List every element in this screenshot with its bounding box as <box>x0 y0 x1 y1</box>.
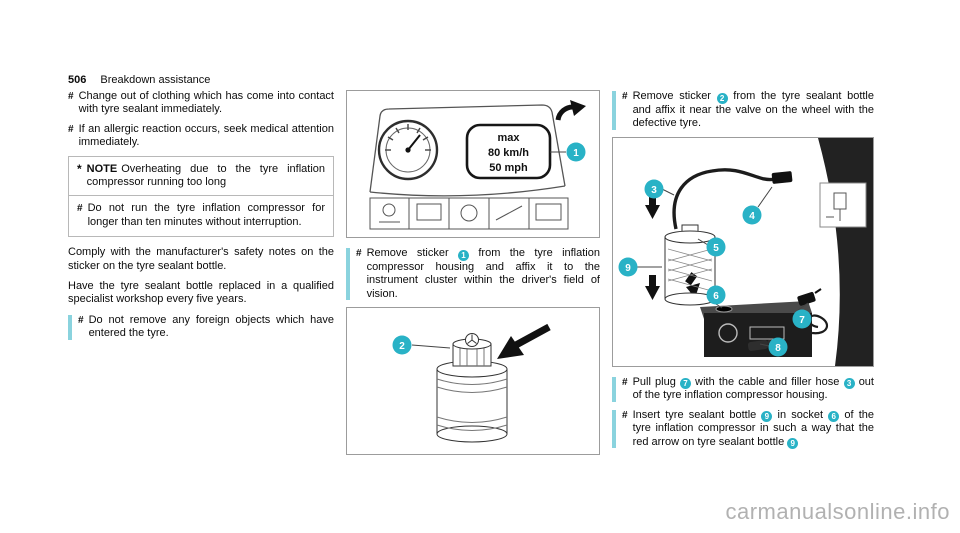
note-divider <box>69 195 333 197</box>
callout-4: 4 <box>742 205 762 225</box>
speed-label-kmh: 80 km/h <box>488 147 529 159</box>
svg-text:2: 2 <box>399 341 405 352</box>
bullet-icon: # <box>356 248 362 259</box>
svg-text:9: 9 <box>625 262 631 273</box>
step-highlight-bar <box>68 314 72 340</box>
callout-leaders <box>637 186 809 347</box>
paragraph-replace-bottle: Have the tyre sealant bottle replaced in… <box>68 280 334 306</box>
filler-hose-drawing <box>672 167 793 229</box>
step-highlight-bar <box>612 409 616 449</box>
watermark: carmanualsonline.info <box>725 499 950 524</box>
callout-leader <box>411 344 451 349</box>
bullet-item-clothing: # Change out of clothing which has come … <box>68 90 334 117</box>
figure-compressor-top-view: max 80 km/h 50 mph 1 <box>346 90 600 238</box>
figure-sealant-bottle: 2 <box>346 306 600 455</box>
svg-text:3: 3 <box>651 184 657 195</box>
step-text-part: in socket <box>772 408 829 421</box>
svg-text:4: 4 <box>749 210 755 221</box>
callout-1: 1 <box>566 142 586 162</box>
step-text-part: from the tyre sealant bottle and affix i… <box>632 90 874 130</box>
callout-ref-3: 3 <box>843 378 855 390</box>
note-title-text: Overheating due to the tyre inflation co… <box>86 162 325 189</box>
speed-label-mph: 50 mph <box>489 162 528 174</box>
callout-ref-9b: 9 <box>787 438 799 450</box>
bullet-item-allergic: # If an allergic reaction occurs, seek m… <box>68 123 334 150</box>
step-highlight-bar <box>346 248 350 300</box>
callout-ref-2: 2 <box>716 92 728 104</box>
callout-5: 5 <box>706 237 726 257</box>
speed-label-max: max <box>497 132 520 144</box>
bullet-icon: # <box>622 409 628 421</box>
instruction-step-foreign-objects: # Do not remove any foreign objects whic… <box>68 314 334 341</box>
step-text: Remove sticker 1 from the tyre inflation… <box>367 247 600 301</box>
valve-inset-drawing <box>819 182 867 228</box>
column-right: # Remove sticker 2 from the tyre sealant… <box>612 90 874 455</box>
bottle-drawing <box>436 332 508 443</box>
section-title: Breakdown assistance <box>100 74 211 86</box>
svg-text:8: 8 <box>775 342 781 353</box>
bullet-icon: # <box>78 314 84 326</box>
note-label: NOTE <box>86 162 118 175</box>
step-text-part: Remove sticker <box>366 247 459 259</box>
instruction-step-remove-sticker-1: # Remove sticker 1 from the tyre inflati… <box>346 247 600 301</box>
step-text-part: Pull plug <box>632 375 680 388</box>
callout-ref-1: 1 <box>458 249 470 261</box>
step-text: Pull plug 7 with the cable and filler ho… <box>633 376 874 403</box>
bullet-icon: # <box>68 123 74 135</box>
callout-ref-6: 6 <box>828 411 840 423</box>
bullet-icon: # <box>68 91 74 102</box>
svg-text:7: 7 <box>799 314 805 325</box>
column-left: # Change out of clothing which has come … <box>68 90 334 347</box>
step-text: Remove sticker 2 from the tyre sealant b… <box>633 90 874 131</box>
step-text-part: from the tyre inflation compressor housi… <box>366 247 600 300</box>
step-highlight-bar <box>612 91 616 130</box>
page-header: 506 Breakdown assistance <box>68 74 210 86</box>
step-highlight-bar <box>612 376 616 402</box>
figure-compressor-kit: 3 4 5 9 6 7 8 <box>612 136 874 367</box>
note-instruction-text: Do not run the tyre inflation compressor… <box>87 202 325 228</box>
column-middle: max 80 km/h 50 mph 1 # Remove sticker 1 … <box>346 90 600 464</box>
svg-text:6: 6 <box>713 290 719 301</box>
compressor-housing-drawing <box>369 104 566 197</box>
bullet-icon: # <box>622 91 628 102</box>
bullet-text: If an allergic reaction occurs, seek med… <box>78 122 334 149</box>
bullet-text: Change out of clothing which has come in… <box>78 90 334 116</box>
instruction-sticker-drawing <box>369 197 569 230</box>
note-instruction: # Do not run the tyre inflation compress… <box>77 202 325 229</box>
callout-ref-7: 7 <box>680 378 691 390</box>
callout-6: 6 <box>706 285 726 305</box>
step-text-part: of the tyre inflation compressor in such… <box>632 408 875 448</box>
svg-text:5: 5 <box>713 242 719 253</box>
bullet-icon: # <box>622 376 628 388</box>
speed-limit-label: max 80 km/h 50 mph <box>465 123 552 180</box>
instruction-step-pull-plug: # Pull plug 7 with the cable and filler … <box>612 376 874 403</box>
callout-3: 3 <box>644 179 664 199</box>
instruction-step-insert-bottle: # Insert tyre sealant bottle 9 in socket… <box>612 409 874 450</box>
bullet-icon: # <box>77 203 83 215</box>
paragraph-safety-notes: Comply with the manufacturer's safety no… <box>68 246 334 272</box>
callout-ref-9: 9 <box>761 411 773 423</box>
pressure-gauge-icon <box>377 119 439 181</box>
step-text-part: Remove sticker <box>632 90 717 102</box>
direction-arrow-icon <box>497 323 551 359</box>
callout-7: 7 <box>792 309 812 329</box>
note-icon: * <box>77 161 82 176</box>
callout-2: 2 <box>392 335 412 355</box>
step-text: Do not remove any foreign objects which … <box>88 313 334 340</box>
step-text: Insert tyre sealant bottle 9 in socket 6… <box>633 409 874 450</box>
instruction-step-remove-sticker-2: # Remove sticker 2 from the tyre sealant… <box>612 90 874 131</box>
rotate-arrow-icon <box>555 100 586 121</box>
page-number: 506 <box>68 74 87 86</box>
step-text-part: with the cable and filler hose <box>691 375 844 388</box>
callout-9: 9 <box>618 257 638 277</box>
step-text-part: out of the tyre inflation compressor hou… <box>632 375 874 402</box>
callout-8: 8 <box>768 337 788 357</box>
insert-arrow-icon <box>645 192 700 300</box>
svg-text:1: 1 <box>573 148 579 159</box>
step-text-part: Insert tyre sealant bottle <box>632 408 762 421</box>
